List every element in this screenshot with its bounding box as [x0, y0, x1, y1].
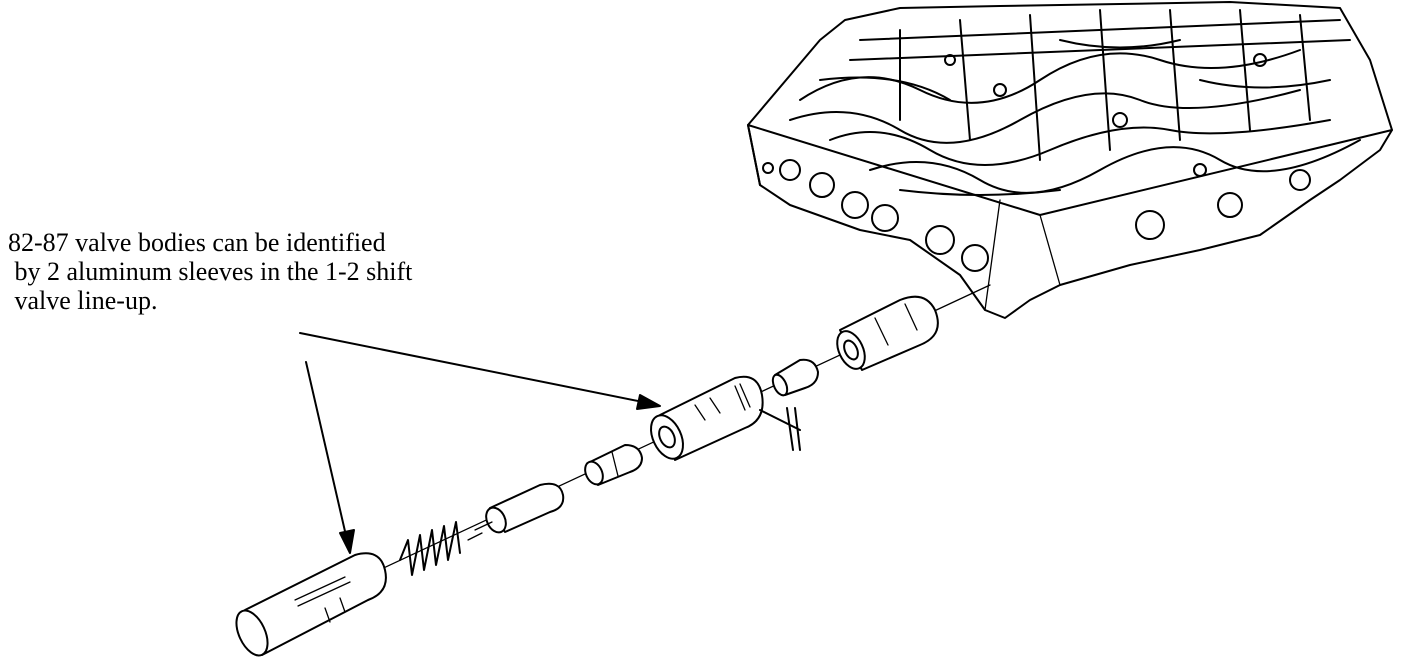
aluminum-sleeve-2 — [235, 552, 387, 657]
caption-line-2: by 2 aluminum sleeves in the 1-2 shift — [8, 257, 413, 286]
right-sleeve — [836, 295, 939, 371]
caption-line-1: 82-87 valve bodies can be identified — [8, 228, 386, 257]
retaining-pin — [759, 407, 801, 451]
valve-left — [467, 482, 565, 541]
valve-middle — [584, 444, 643, 486]
valve-small-right — [771, 358, 819, 397]
callout-arrow-2 — [305, 361, 355, 554]
caption-line-3: valve line-up. — [8, 286, 158, 315]
aluminum-sleeve-1 — [650, 375, 764, 461]
caption-text: 82-87 valve bodies can be identified by … — [8, 228, 412, 315]
valve-body — [747, 1, 1393, 319]
spring — [399, 521, 461, 576]
callout-arrow-1 — [299, 332, 661, 410]
